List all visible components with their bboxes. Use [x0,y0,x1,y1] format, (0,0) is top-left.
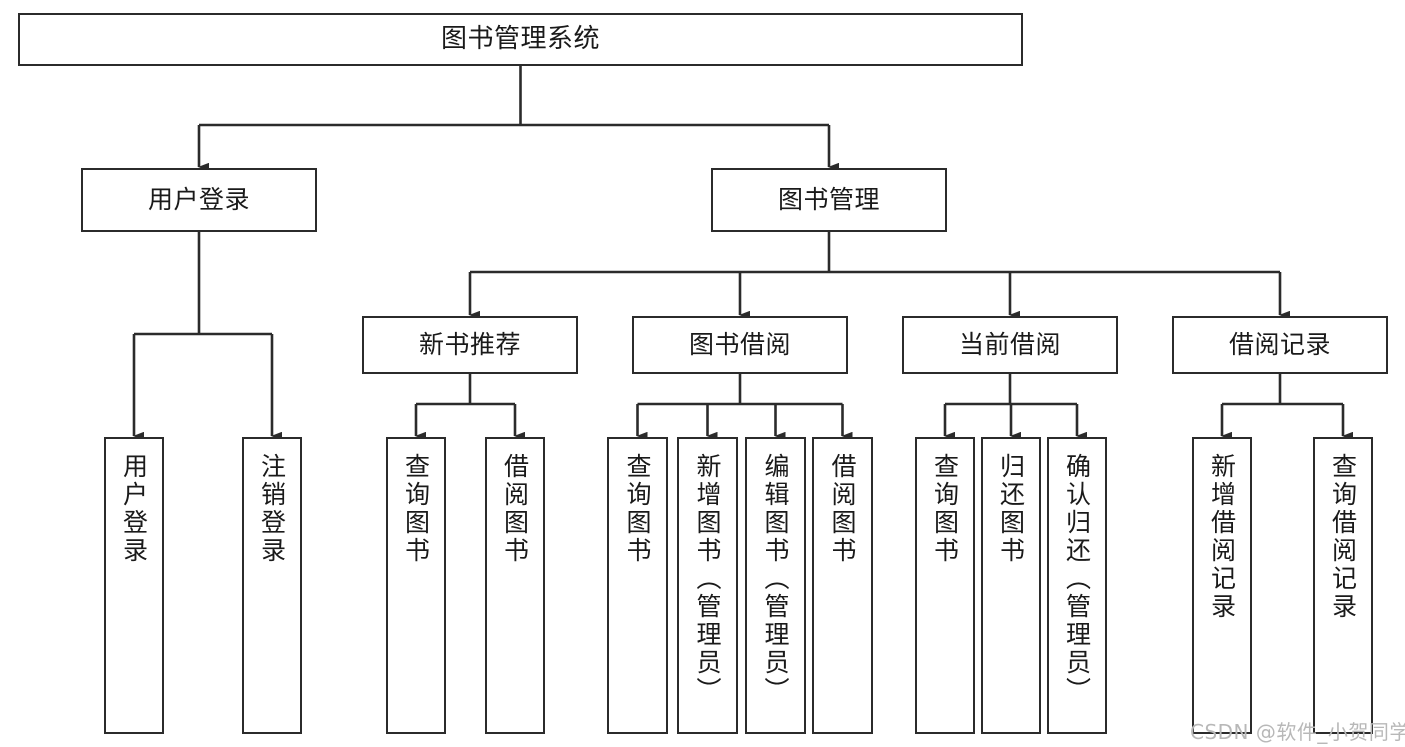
leaf-logout[interactable]: 注销登录 [242,437,302,734]
node-label: 借阅图书 [828,453,857,565]
node-new-book-recommend[interactable]: 新书推荐 [362,316,578,374]
node-label: 归还图书 [996,453,1026,565]
node-root-system[interactable]: 图书管理系统 [18,13,1023,66]
leaf-borrow-query-book[interactable]: 查询图书 [607,437,668,734]
leaf-user-login[interactable]: 用户登录 [104,437,164,734]
leaf-newbook-query-book[interactable]: 查询图书 [386,437,446,734]
node-label: 查询图书 [930,453,960,565]
node-label: 新增图书（管理员） [693,453,722,705]
leaf-record-add-borrow-record[interactable]: 新增借阅记录 [1192,437,1252,734]
node-label: 当前借阅 [958,330,1061,360]
node-label: 借阅图书 [500,453,530,565]
node-borrow-record[interactable]: 借阅记录 [1172,316,1388,374]
leaf-borrow-edit-book-admin[interactable]: 编辑图书（管理员） [745,437,806,734]
node-label: 新增借阅记录 [1207,453,1237,621]
watermark: CSDN @软件_小贺同学 [1190,720,1405,744]
leaf-borrow-borrow-book[interactable]: 借阅图书 [812,437,873,734]
node-label: 确认归还（管理员） [1062,453,1092,705]
leaf-borrow-add-book-admin[interactable]: 新增图书（管理员） [677,437,738,734]
leaf-current-confirm-return-admin[interactable]: 确认归还（管理员） [1047,437,1107,734]
node-label: 图书管理 [777,185,880,215]
leaf-newbook-borrow-book[interactable]: 借阅图书 [485,437,545,734]
node-label: 注销登录 [257,453,287,565]
node-current-borrow[interactable]: 当前借阅 [902,316,1118,374]
node-label: 编辑图书（管理员） [761,453,790,705]
node-label: 借阅记录 [1228,330,1331,360]
leaf-current-return-book[interactable]: 归还图书 [981,437,1041,734]
node-label: 查询借阅记录 [1328,453,1358,621]
node-label: 查询图书 [401,453,431,565]
node-label: 用户登录 [147,185,250,215]
node-label: 图书管理系统 [440,24,600,55]
leaf-record-query-borrow-record[interactable]: 查询借阅记录 [1313,437,1373,734]
node-label: 用户登录 [119,453,149,565]
node-user-login[interactable]: 用户登录 [81,168,317,232]
node-label: 图书借阅 [688,330,791,360]
node-label: 查询图书 [623,453,652,565]
node-label: 新书推荐 [418,330,521,360]
leaf-current-query-book[interactable]: 查询图书 [915,437,975,734]
node-book-borrow[interactable]: 图书借阅 [632,316,848,374]
node-book-management[interactable]: 图书管理 [711,168,947,232]
